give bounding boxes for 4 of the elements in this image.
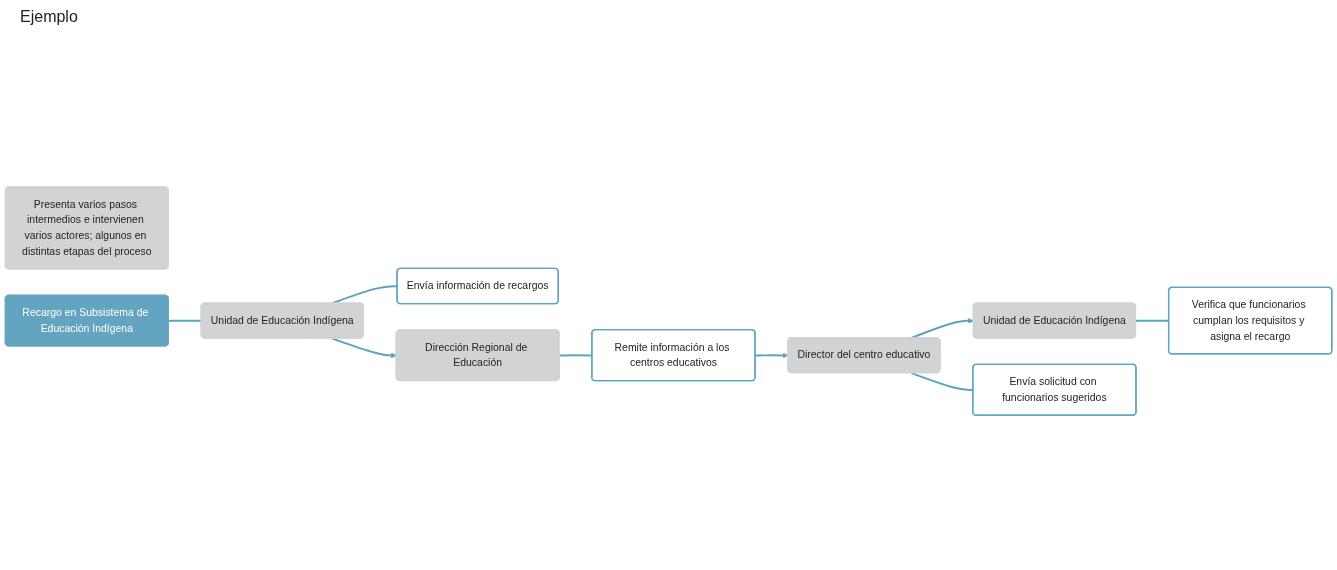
connector: [167, 319, 203, 322]
arrow: [910, 317, 974, 339]
section-label: Ejemplo: [20, 8, 78, 26]
arrow: [331, 337, 397, 359]
